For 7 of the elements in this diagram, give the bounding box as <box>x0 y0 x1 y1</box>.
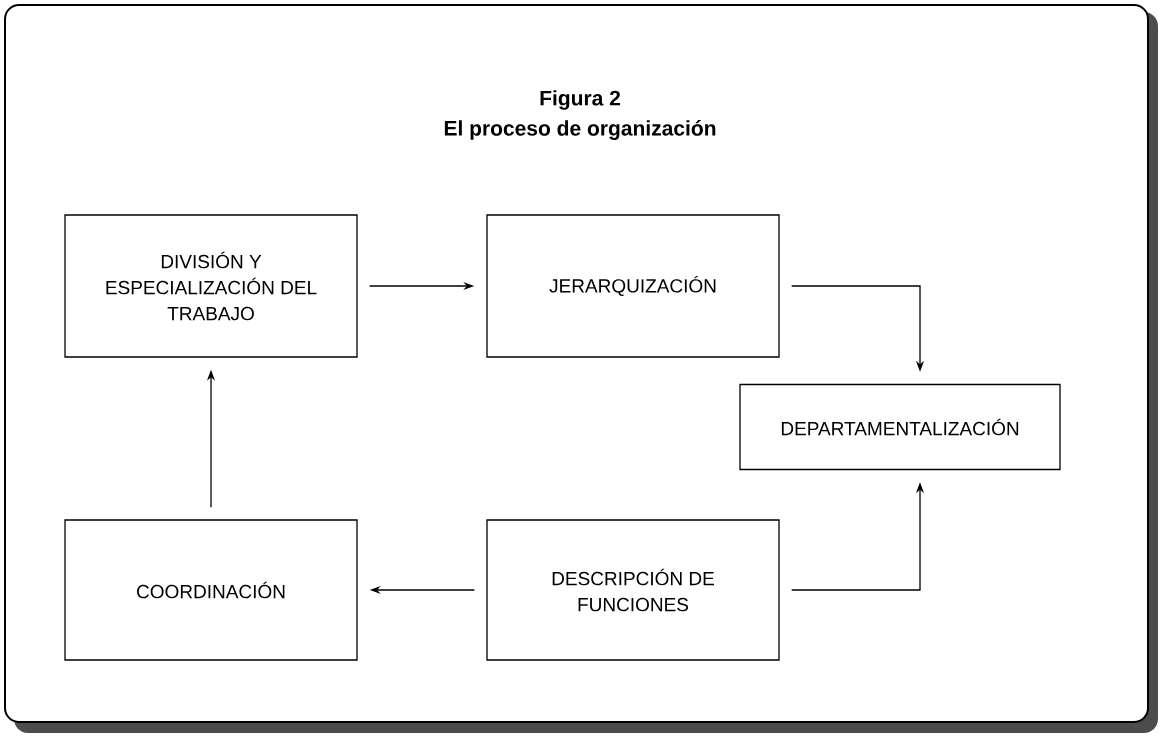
process-box: DIVISIÓN Y ESPECIALIZACIÓN DEL TRABAJO <box>64 214 358 358</box>
process-box: JERARQUIZACIÓN <box>486 214 780 358</box>
process-box: COORDINACIÓN <box>64 519 358 661</box>
process-box: DESCRIPCIÓN DE FUNCIONES <box>486 519 780 661</box>
title: Figura 2 <box>540 90 620 110</box>
subtitle: El proceso de organización <box>444 120 716 140</box>
process-box: DEPARTAMENTALIZACIÓN <box>739 383 1061 471</box>
